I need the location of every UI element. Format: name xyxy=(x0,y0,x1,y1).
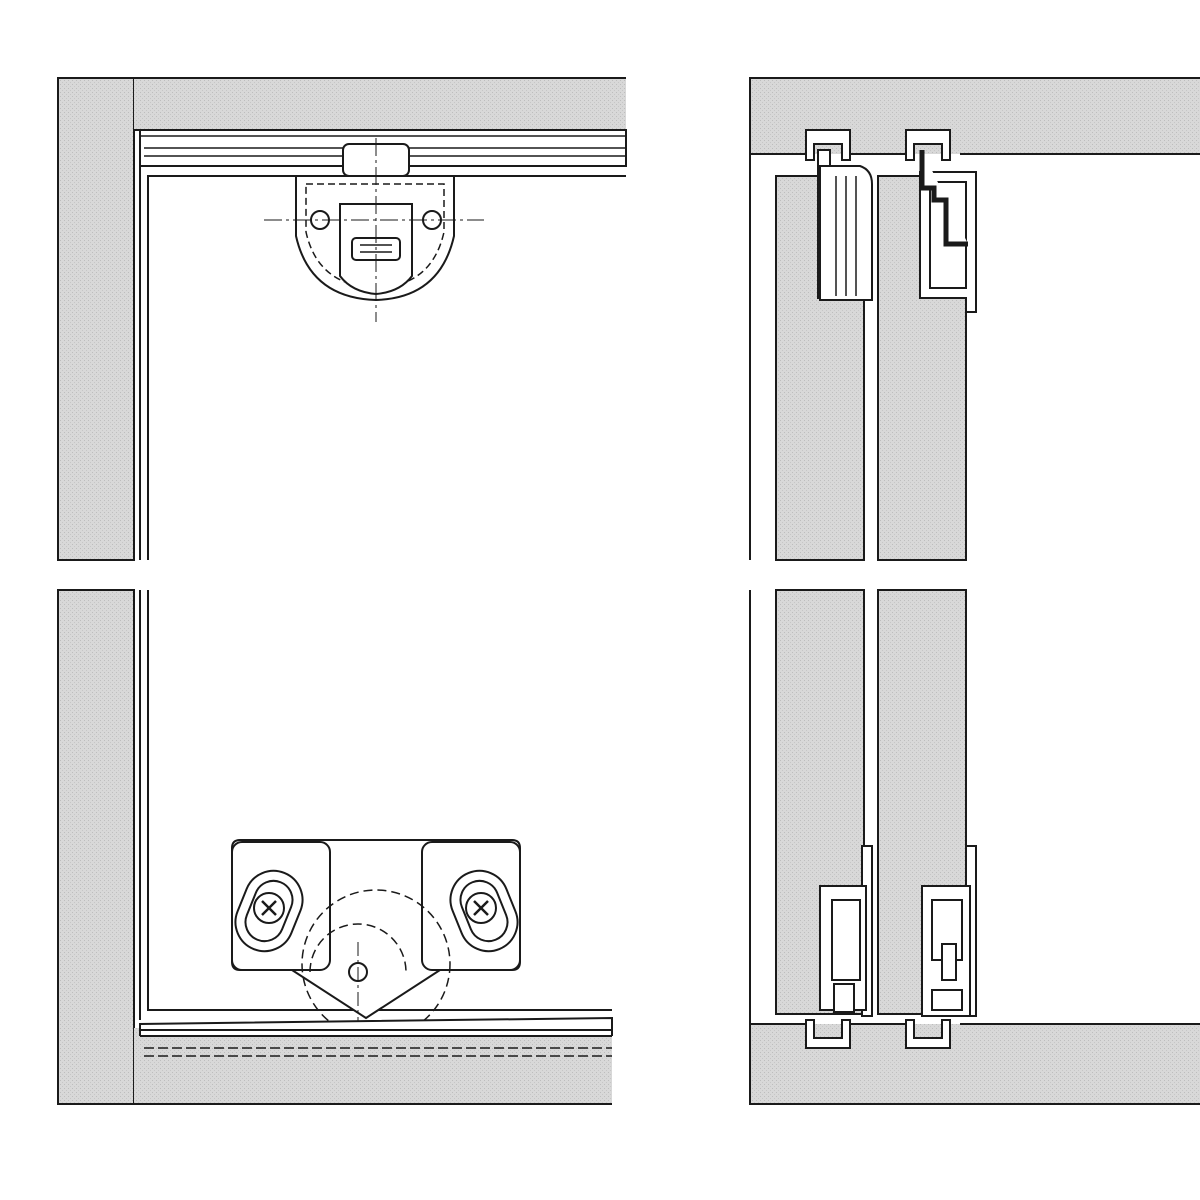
cabinet-frame xyxy=(57,77,626,1105)
slot-left xyxy=(234,869,304,953)
cabinet-side-lower xyxy=(57,589,135,1105)
front-view xyxy=(57,77,627,1105)
cabinet-top xyxy=(134,78,626,130)
lower-runner-bracket xyxy=(231,839,521,1039)
lower-runner-profiles xyxy=(805,845,977,1049)
sliding-door xyxy=(139,166,626,1020)
upper-track-profiles xyxy=(805,129,951,161)
section-view xyxy=(749,77,1200,1105)
screw-cross-icon xyxy=(261,900,277,916)
bottom-track xyxy=(134,1016,613,1105)
top-panel xyxy=(749,77,1200,560)
cabinet-side-upper xyxy=(57,77,135,561)
slot-right xyxy=(449,869,519,953)
upper-guide-roller xyxy=(264,138,484,322)
screw-cross-icon xyxy=(473,900,489,916)
upper-guide-profiles xyxy=(817,149,977,313)
